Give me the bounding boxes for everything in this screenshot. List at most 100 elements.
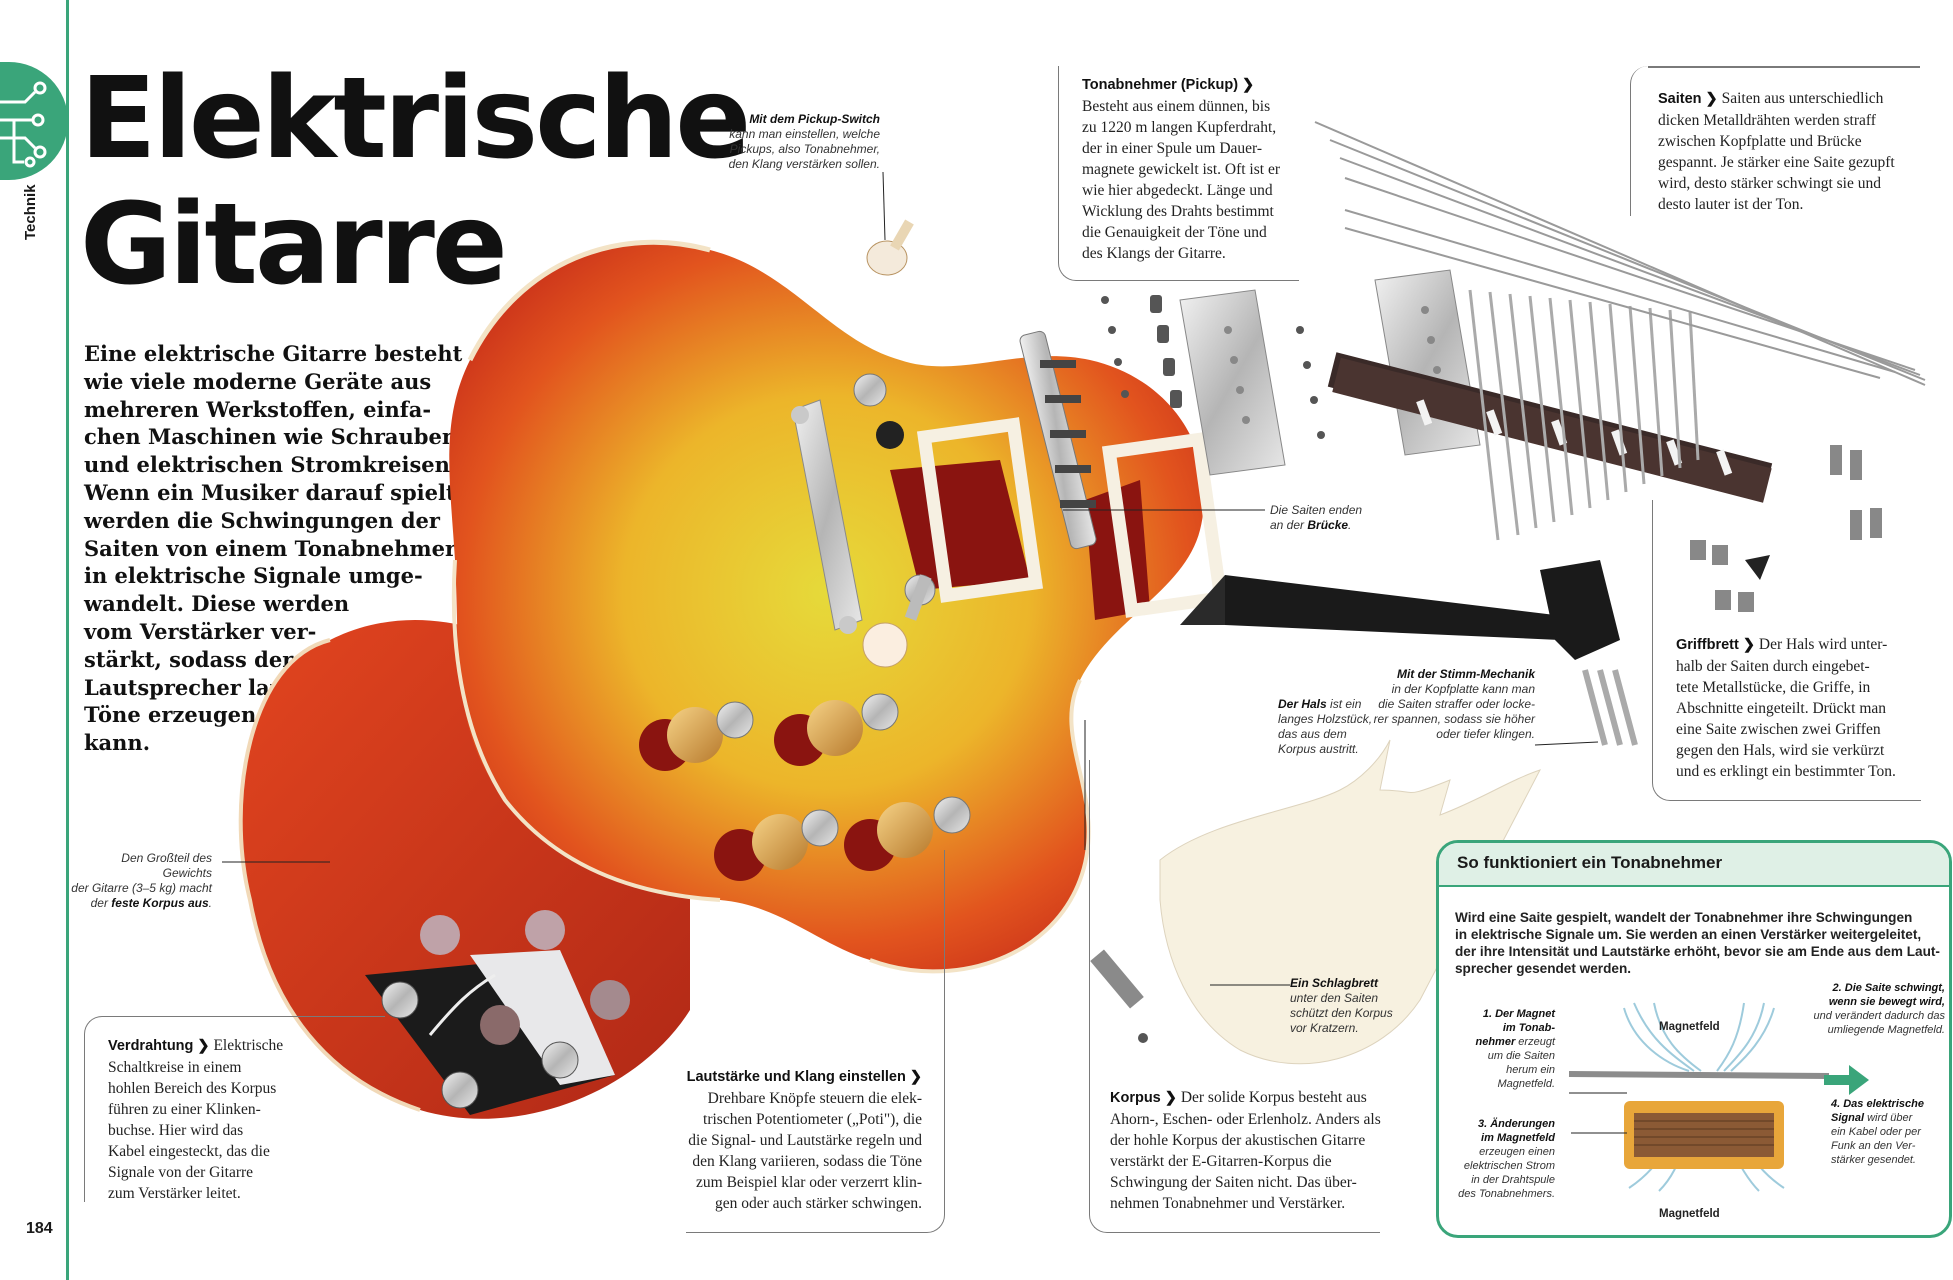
box-line: Signale von der Gitarre (108, 1164, 254, 1181)
step-text: stärker gesendet. (1831, 1154, 1916, 1166)
field-label-bottom: Magnetfeld (1659, 1208, 1720, 1220)
caption-pickguard: Ein Schlagbrett unter den Saiten schützt… (1290, 976, 1420, 1036)
info-box-volume: Lautstärke und Klang einstellen ❯ Drehba… (660, 1066, 922, 1214)
screws (1101, 295, 1325, 439)
step-text: um die Saiten (1487, 1050, 1555, 1062)
box-line: desto lauter ist der Ton. (1658, 196, 1804, 213)
box-line: der hohle Korpus der akustischen Gitarre (1110, 1132, 1366, 1149)
box-line: Abschnitte eingeteilt. Drückt man (1676, 700, 1887, 717)
caption-bridge: Die Saiten enden an der Brücke. (1270, 503, 1400, 533)
box-line: dicken Metalldrähten werden straff (1658, 112, 1876, 129)
box-line: halb der Saiten durch eingebet- (1676, 658, 1870, 675)
intro-line: Lautsprecher laute (84, 674, 308, 700)
caption-weight: Den Großteil des Gewichts der Gitarre (3… (70, 851, 212, 911)
step-bold: im Tonab- (1502, 1022, 1555, 1034)
caption-line: . (208, 896, 212, 910)
box-line: Der solide Korpus besteht aus (1176, 1089, 1367, 1106)
chevron-right-icon: ❯ (1701, 91, 1718, 107)
fretboard-box-frame (1652, 500, 1921, 801)
caption-line: vor Kratzern. (1290, 1021, 1359, 1035)
intro-paragraph: Eine elektrische Gitarre besteht wie vie… (84, 340, 463, 757)
caption-line: schützt den Korpus (1290, 1006, 1393, 1020)
strings-box-topline (1648, 66, 1920, 68)
signal-arrow-icon (1824, 1065, 1869, 1095)
box-line: gen oder auch stärker schwingen. (714, 1195, 922, 1212)
page-number: 184 (26, 1220, 53, 1237)
caption-line: Die Saiten enden (1270, 503, 1363, 517)
fretboard (1327, 352, 1773, 503)
caption-tuner: Mit der Stimm-Mechanik in der Kopfplatte… (1360, 667, 1535, 742)
intro-line: vom Verstärker ver- (84, 618, 317, 644)
intro-line: chen Maschinen wie Schrauben (84, 424, 458, 450)
box-line: Schaltkreise in einem (108, 1059, 242, 1076)
step-text: elektrischen Strom (1463, 1160, 1555, 1172)
intro-line: mehreren Werkstoffen, einfa- (84, 396, 432, 422)
info-box-wiring: Verdrahtung ❯ Elektrische Schaltkreise i… (108, 1035, 338, 1204)
step-bold: Signal (1831, 1112, 1865, 1124)
caption-bold: Mit der Stimm-Mechanik (1396, 667, 1535, 681)
panel-header (1439, 843, 1949, 887)
body-box-frame (1089, 760, 1380, 1233)
caption-line: in der Kopfplatte kann man (1391, 682, 1535, 696)
intro-line: werden die Schwingungen der (84, 507, 440, 533)
box-line: die Signal- und Lautstärke regeln und (688, 1132, 922, 1149)
box-line: wird, desto stärker schwingt sie und (1658, 175, 1881, 192)
box-line: den Klang variieren, sodass die Töne (692, 1153, 922, 1170)
step-bold: 2. Die Saite schwingt, (1832, 982, 1945, 994)
caption-line: der Gitarre (3–5 kg) macht (71, 881, 212, 895)
step-bold: 4. Das elektrische (1831, 1098, 1924, 1110)
box-line: Besteht aus einem dünnen, bis (1082, 98, 1271, 115)
step-text: erzeugt (1515, 1036, 1555, 1048)
intro-line: und elektrischen Stromkreisen. (84, 452, 458, 478)
caption-line: rer spannen, sodass sie höher (1373, 712, 1535, 726)
box-line: zu 1220 m langen Kupferdraht, (1082, 119, 1277, 136)
wiring-box-frame (84, 1016, 385, 1202)
volume-box-frame (686, 850, 945, 1233)
pickup-covers (1179, 269, 1481, 476)
pickup-diagram (1568, 1002, 1869, 1192)
caption-line: ist ein (1326, 697, 1362, 711)
caption-line: . (1348, 518, 1352, 532)
string-line (1568, 1071, 1830, 1079)
page-edge-line (66, 0, 69, 1280)
caption-line: die Saiten straffer oder locke- (1378, 697, 1535, 711)
caption-line: der (90, 896, 112, 910)
caption-line: das aus dem (1278, 727, 1347, 741)
box-line: tete Metallstücke, die Griffe, in (1676, 679, 1871, 696)
panel-heading: So funktioniert ein Tonabnehmer (1457, 853, 1723, 872)
panel-line: sprecher gesendet werden. (1455, 961, 1632, 976)
box-line: gespannt. Je stärker eine Saite gezupft (1658, 154, 1895, 171)
panel-line: Wird eine Saite gespielt, wandelt der To… (1455, 910, 1913, 925)
strings-box-frame (1630, 66, 1921, 216)
step-bold: wenn sie bewegt wird, (1828, 996, 1945, 1008)
pickup-step-1: 1. Der Magnet im Tonab- nehmer erzeugt u… (1451, 1007, 1556, 1091)
pickup-step-4: 4. Das elektrische Signal wird über ein … (1831, 1097, 1941, 1167)
box-heading: Griffbrett (1676, 637, 1739, 653)
step-bold: im Magnetfeld (1481, 1132, 1555, 1144)
caption-line: Korpus austritt. (1278, 742, 1359, 756)
box-line: nehmen Tonabnehmer und Verstärker. (1110, 1195, 1346, 1212)
chevron-right-icon: ❯ (1160, 1090, 1177, 1106)
caption-line: langes Holzstück, (1278, 712, 1373, 726)
caption-line: unter den Saiten (1290, 991, 1379, 1005)
intro-line: Wenn ein Musiker darauf spielt, (84, 479, 464, 505)
info-box-body: Korpus ❯ Der solide Korpus besteht aus A… (1110, 1087, 1390, 1214)
intro-line: wie viele moderne Geräte aus (84, 368, 432, 394)
panel-line: in elektrische Signale um. Sie werden an… (1455, 927, 1922, 942)
box-heading: Tonabnehmer (Pickup) (1082, 77, 1239, 93)
intro-line: in elektrische Signale umge- (84, 563, 423, 589)
pickup-explainer-panel: So funktioniert ein Tonabnehmer Wird ein… (1436, 840, 1952, 1238)
box-line: Saiten aus unterschiedlich (1717, 90, 1884, 107)
chevron-right-icon: ❯ (193, 1038, 210, 1054)
title-line-1: Elektrische (80, 54, 751, 184)
chevron-right-icon: ❯ (905, 1069, 922, 1085)
box-heading: Verdrahtung (108, 1038, 194, 1054)
info-box-fretboard: Griffbrett ❯ Der Hals wird unter- halb d… (1676, 634, 1946, 782)
box-line: führen zu einer Klinken- (108, 1101, 261, 1118)
caption-bold: Ein Schlagbrett (1290, 976, 1379, 990)
box-line: und es erklingt ein bestimmter Ton. (1676, 763, 1896, 780)
caption-line: Pickups, also Tonabnehmer, (729, 142, 880, 156)
intro-line: Saiten von einem Tonabnehmer (84, 535, 457, 561)
box-line: zwischen Kopfplatte und Brücke (1658, 133, 1862, 150)
pickup-switch-detached (866, 219, 914, 276)
